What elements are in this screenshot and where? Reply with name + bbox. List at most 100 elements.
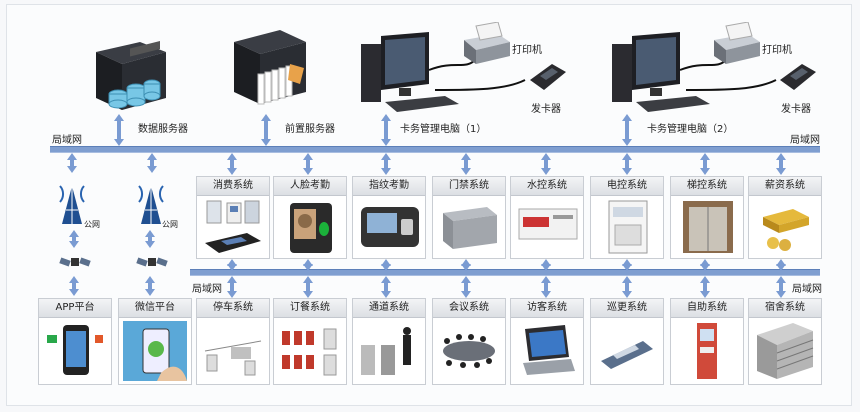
link-arrow <box>776 153 786 175</box>
link-arrow <box>303 276 313 298</box>
link-arrow <box>622 276 632 298</box>
system-box-power-control[interactable]: 电控系统 <box>590 176 664 259</box>
system-box-title: 会议系统 <box>433 299 505 318</box>
system-box-title: 停车系统 <box>197 299 269 318</box>
card-pc-1 <box>355 30 555 122</box>
link-arrow <box>461 276 471 298</box>
system-box-visitor[interactable]: 访客系统 <box>510 298 584 385</box>
lan-mid-left-label: 局域网 <box>192 284 222 295</box>
computer-icon <box>361 32 526 112</box>
system-box-title: 自助系统 <box>671 299 743 318</box>
people-icon <box>282 328 337 376</box>
system-box-passage[interactable]: 通道系统 <box>352 298 426 385</box>
printer-1-label: 打印机 <box>512 45 542 56</box>
satellite-1 <box>58 250 92 274</box>
front-server <box>230 26 310 112</box>
system-box-parking[interactable]: 停车系统 <box>196 298 270 385</box>
antenna-tower-icon <box>138 185 164 224</box>
system-box-wechat-platform[interactable]: 微信平台 <box>118 298 192 385</box>
link-arrow <box>147 153 157 173</box>
data-server-icon <box>96 41 166 110</box>
link-arrow <box>776 259 786 271</box>
system-box-title: 门禁系统 <box>433 177 505 196</box>
system-box-meal-order[interactable]: 订餐系统 <box>273 298 347 385</box>
link-arrow <box>461 259 471 271</box>
link-arrow <box>227 259 237 271</box>
link-arrow <box>381 114 391 146</box>
system-box-payroll[interactable]: 薪资系统 <box>748 176 822 259</box>
printer-2-label: 打印机 <box>762 45 792 56</box>
card-issuer-1 <box>526 60 570 96</box>
link-arrow <box>145 276 155 296</box>
system-box-elevator-control[interactable]: 梯控系统 <box>670 176 744 259</box>
system-box-fingerprint[interactable]: 指纹考勤 <box>352 176 426 259</box>
system-box-face-attendance[interactable]: 人脸考勤 <box>273 176 347 259</box>
system-box-dormitory[interactable]: 宿舍系统 <box>748 298 822 385</box>
link-arrow <box>227 276 237 298</box>
kiosk-screen-icon <box>523 325 575 375</box>
front-server-label: 前置服务器 <box>285 124 335 135</box>
fingerprint-terminal-icon <box>361 207 419 247</box>
computer-icon <box>612 32 777 112</box>
link-arrow <box>622 153 632 175</box>
link-arrow <box>541 153 551 175</box>
card-pc-2 <box>606 30 806 122</box>
link-arrow <box>145 230 155 248</box>
smartphone-icon <box>47 325 103 375</box>
water-meter-icon <box>518 208 578 240</box>
front-server-icon <box>234 30 306 105</box>
lan-top-right-label: 局域网 <box>790 135 820 146</box>
turnstile-icon <box>361 327 411 375</box>
system-box-patrol[interactable]: 巡更系统 <box>590 298 664 385</box>
lan-bus-mid <box>190 269 820 276</box>
card-pc-2-label: 卡务管理电脑（2） <box>647 124 734 135</box>
building-icon <box>757 323 814 379</box>
link-arrow <box>114 114 124 146</box>
link-arrow <box>700 259 710 271</box>
data-server <box>92 38 170 114</box>
system-box-title: 水控系统 <box>511 177 583 196</box>
card-issuer-2 <box>776 60 820 96</box>
data-server-label: 数据服务器 <box>138 124 188 135</box>
system-box-title: 巡更系统 <box>591 299 663 318</box>
system-box-title: 梯控系统 <box>671 177 743 196</box>
system-box-consumption[interactable]: 消费系统 <box>196 176 270 259</box>
system-box-title: 访客系统 <box>511 299 583 318</box>
controller-box-icon <box>443 207 497 249</box>
self-service-kiosk-icon <box>697 323 717 379</box>
link-arrow <box>381 259 391 271</box>
system-box-meeting[interactable]: 会议系统 <box>432 298 506 385</box>
tower-1 <box>54 176 90 226</box>
system-box-title: 薪资系统 <box>749 177 821 196</box>
link-arrow <box>776 276 786 298</box>
system-box-title: 指纹考勤 <box>353 177 425 196</box>
link-arrow <box>303 153 313 175</box>
link-arrow <box>67 153 77 173</box>
card-reader-icon <box>780 64 816 90</box>
card-reader-icon <box>530 64 566 90</box>
printer-1 <box>458 22 514 68</box>
system-box-self-service[interactable]: 自助系统 <box>670 298 744 385</box>
system-box-title: 人脸考勤 <box>274 177 346 196</box>
link-arrow <box>381 153 391 175</box>
lan-top-left-label: 局域网 <box>52 135 82 146</box>
elevator-icon <box>683 201 733 253</box>
system-box-title: 宿舍系统 <box>749 299 821 318</box>
satellite-icon <box>136 257 168 267</box>
system-box-access-control[interactable]: 门禁系统 <box>432 176 506 259</box>
public-net-2-label: 公网 <box>162 220 178 229</box>
satellite-icon <box>59 257 91 267</box>
link-arrow <box>69 276 79 296</box>
printer-2 <box>708 22 764 68</box>
printer-icon <box>714 22 760 64</box>
link-arrow <box>227 153 237 175</box>
gold-coins-icon <box>763 209 809 251</box>
patrol-device-icon <box>601 341 653 369</box>
system-box-water-control[interactable]: 水控系统 <box>510 176 584 259</box>
meeting-table-icon <box>443 334 495 368</box>
tower-2 <box>133 176 169 226</box>
link-arrow <box>381 276 391 298</box>
link-arrow <box>622 114 632 146</box>
card-issuer-2-label: 发卡器 <box>781 104 811 115</box>
system-box-app-platform[interactable]: APP平台 <box>38 298 112 385</box>
